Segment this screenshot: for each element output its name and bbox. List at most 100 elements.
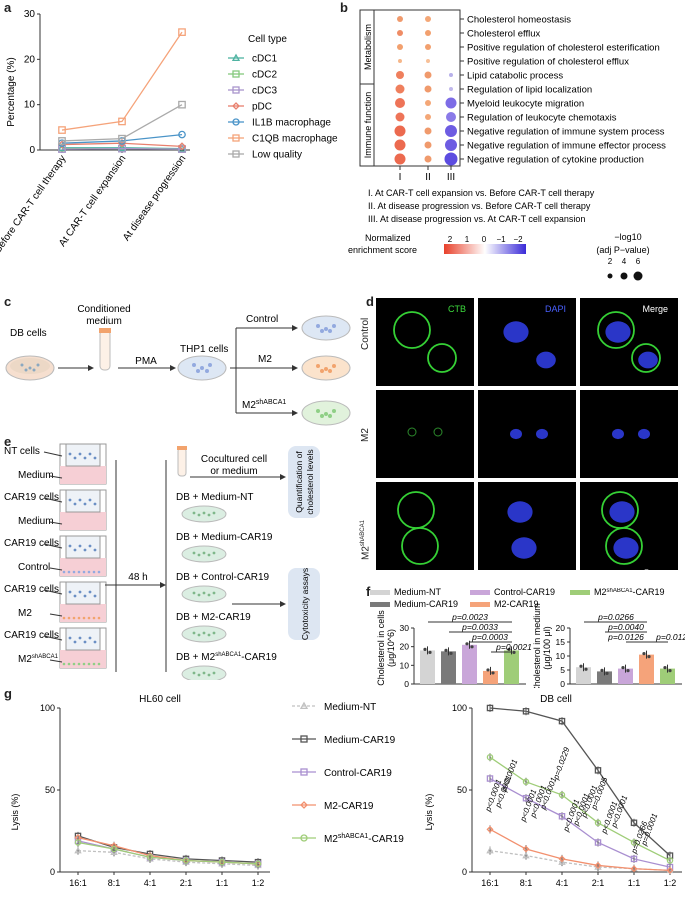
f-right-ylabel-1: Cholesterol in medium <box>532 603 542 688</box>
cocult-2: or medium <box>210 466 257 477</box>
f-legend-swatch <box>470 602 490 607</box>
g-xtick-label: 4:1 <box>144 878 157 888</box>
well-bottom-cell <box>93 617 96 620</box>
b-nes-tick: 2 <box>448 235 453 244</box>
g-legend-label: Medium-CAR19 <box>324 735 396 746</box>
b-dot <box>395 98 405 108</box>
db-group-cell <box>213 552 216 555</box>
f-right-ylabel-2: (μg/100 μl) <box>542 626 552 669</box>
scale-label: 5 μm <box>644 568 664 578</box>
dapi-nucleus <box>605 321 630 342</box>
well-bottom-label: M2 <box>18 608 32 619</box>
b-dot <box>425 16 431 22</box>
g-xtick-label: 4:1 <box>556 878 569 888</box>
well-bottom-cell <box>68 663 71 666</box>
f-pval: p=0.0021 <box>495 642 532 652</box>
a-ytick-label: 0 <box>29 145 35 156</box>
b-size-tick: 4 <box>622 257 627 266</box>
well-top-label: CAR19 cells <box>4 584 59 595</box>
a-legend-label: cDC1 <box>252 54 277 65</box>
g-right-ylabel: Lysis (%) <box>424 794 434 831</box>
b-term-label: Negative regulation of immune effector p… <box>467 141 666 152</box>
db-group-cell <box>208 594 211 597</box>
well-cell <box>84 549 87 552</box>
b-nes-tick: −2 <box>513 235 523 244</box>
g-ytick-label: 50 <box>45 785 55 795</box>
g-legend-label: M2shABCA1-CAR19 <box>324 833 404 845</box>
f-left-ylabel-1: Cholesterol in cells <box>376 610 386 686</box>
well-cell <box>84 595 87 598</box>
well-top-label: CAR19 cells <box>4 630 59 641</box>
db-group-cell <box>203 512 206 515</box>
well-bottom-cell <box>63 663 66 666</box>
b-dot <box>445 153 458 166</box>
b-dot <box>397 44 403 50</box>
f-dot <box>579 665 582 668</box>
pma-label: PMA <box>135 356 157 367</box>
f-dot <box>663 666 666 669</box>
panel-b-dotplot: Metabolism Immune function Cholesterol h… <box>340 0 685 290</box>
well-medium <box>60 650 106 668</box>
well-bottom-cell <box>78 663 81 666</box>
g-ytick-label: 100 <box>452 703 467 713</box>
g-xtick-label: 8:1 <box>108 878 121 888</box>
db-group-cell <box>203 552 206 555</box>
well-cell <box>79 453 82 456</box>
db-group-cell <box>213 592 216 595</box>
db-group-cell <box>208 674 211 677</box>
channel-ctb: CTB <box>448 304 466 314</box>
b-dot <box>397 16 403 22</box>
db-group-label: DB + Medium-NT <box>176 492 254 503</box>
micro-tile <box>580 390 678 478</box>
f-dot <box>600 669 603 672</box>
control-label: Control <box>246 314 278 325</box>
panel-c-schematic: DB cells Conditioned medium PMA THP1 cel… <box>0 300 360 430</box>
b-dot <box>398 59 402 63</box>
f-ytick-label: 15 <box>556 637 566 647</box>
b-dot <box>395 140 406 151</box>
f-dot <box>626 669 629 672</box>
well-cell <box>94 503 97 506</box>
well-cell <box>69 637 72 640</box>
f-ytick-label: 30 <box>400 623 410 633</box>
row-label-m2: M2 <box>360 428 371 442</box>
row-label-m2sh: M2shABCA1 <box>360 520 371 560</box>
well-bottom-cell <box>68 571 71 574</box>
well-cell <box>69 499 72 502</box>
f-dot <box>423 648 426 651</box>
well-bottom-cell <box>63 571 66 574</box>
well-cell <box>79 637 82 640</box>
well-bottom-cell <box>78 617 81 620</box>
db-group-cell <box>203 592 206 595</box>
a-legend-label: pDC <box>252 102 272 113</box>
f-dot <box>642 652 645 655</box>
cond-medium-1: Conditioned <box>77 304 130 315</box>
db-group-cell <box>208 634 211 637</box>
f-dot <box>449 652 452 655</box>
b-term-label: Negative regulation of immune system pro… <box>467 127 665 138</box>
g-legend-label: Medium-NT <box>324 702 376 713</box>
db-group-cell <box>198 594 201 597</box>
b-size-dot <box>621 273 628 280</box>
db-group-cell <box>213 672 216 675</box>
well-medium <box>60 604 106 622</box>
well-bottom-cell <box>93 663 96 666</box>
b-nes-tick: 0 <box>482 235 487 244</box>
b-nes-tick: 1 <box>465 235 470 244</box>
g-left-ylabel: Lysis (%) <box>10 794 20 831</box>
well-bottom-cell <box>83 617 86 620</box>
b-term-label: Cholesterol efflux <box>467 29 540 40</box>
g-xtick-label: 1:2 <box>252 878 265 888</box>
f-legend-swatch <box>470 590 490 595</box>
b-col-label: II <box>425 172 431 183</box>
well-bottom-cell <box>63 617 66 620</box>
g-xtick-label: 16:1 <box>69 878 87 888</box>
size-title-1: −log10 <box>614 232 641 242</box>
b-term-label: Cholesterol homeostasis <box>467 15 571 26</box>
well-cell <box>74 595 77 598</box>
micro-tile <box>376 390 474 478</box>
well-insert <box>66 582 100 604</box>
well-bottom-cell <box>68 617 71 620</box>
b-dot <box>425 156 432 163</box>
